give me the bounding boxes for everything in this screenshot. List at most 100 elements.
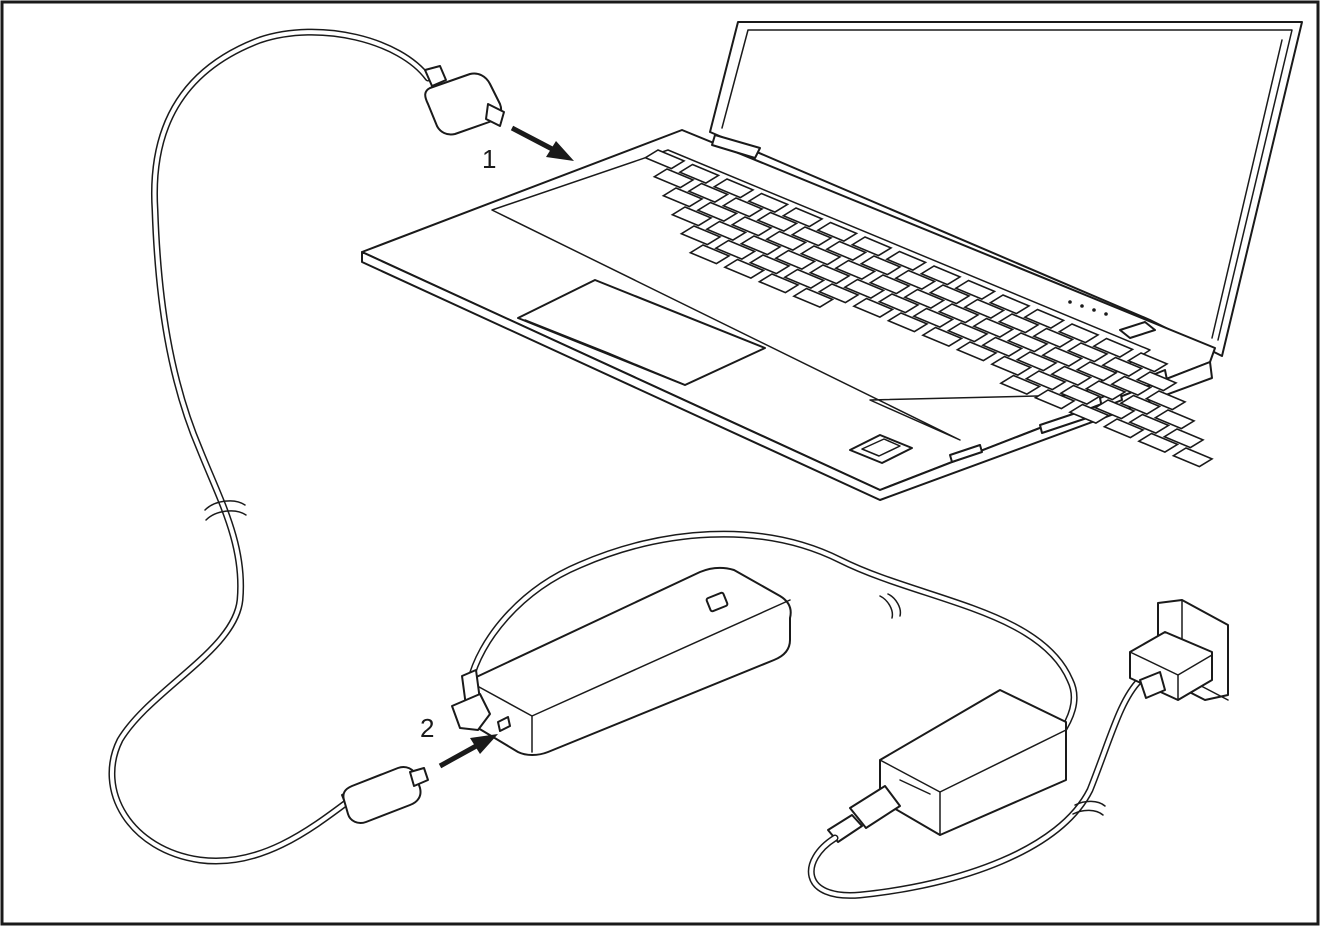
keyboard-key [670,206,713,227]
keyboard-key [792,287,835,309]
keyboard-key [817,283,860,304]
keyboard-key [921,326,964,348]
keyboard-key [850,236,893,257]
keyboard-key [988,294,1031,315]
keyboard-key [877,293,920,314]
fingerprint-reader [849,434,913,464]
keyboard-key [1092,337,1135,359]
keyboard-key [799,245,842,266]
keyboard-key [781,207,824,228]
keyboard-key [1050,365,1093,387]
keyboard-key [1162,428,1205,449]
keyboard-key [1032,327,1075,349]
keyboard-key [730,216,773,237]
keyboard-key [1101,356,1144,378]
step-2-arrow [438,734,498,769]
power-button [1119,321,1156,339]
keyboard-key [723,258,766,280]
keyboard-key [721,197,764,218]
keyboard-key [990,355,1033,377]
keyboard-key [1102,418,1145,439]
keyboard-key [885,250,928,272]
keyboard-key [1024,370,1067,391]
keyboard-key [652,168,695,189]
keyboard-key [808,264,851,285]
keyboard-key [894,269,937,291]
step-1-arrow [510,125,574,161]
keyboard-key [852,297,895,319]
keyboard-key [1119,394,1162,416]
keyboard-key [1068,403,1111,425]
keyboard-key [1153,409,1196,430]
keyboard-key [1033,389,1076,410]
keyboard-key [783,268,826,290]
cable-break-mark [204,500,246,511]
keyboard-key [1059,384,1102,406]
dock-status-light [705,591,729,613]
keyboard-key [748,254,791,275]
keyboard-key [712,178,755,199]
keyboard-key [999,374,1042,396]
keyboard-key [919,265,962,286]
keyboard-key [1128,413,1171,435]
keyboard-key [774,249,817,271]
keyboard-key [963,298,1006,320]
mains-cable [807,676,1144,899]
keyboard-key [816,221,859,243]
keyboard-key [843,278,886,300]
keyboard-key [1023,308,1066,330]
keyboard-key [688,244,731,265]
keyboard-key [1126,352,1169,373]
keyboard-key [997,313,1040,334]
keyboard-key [1066,342,1109,363]
keyboard-key [1006,332,1049,353]
laptop-lid [709,21,1303,357]
usb-c-cable [108,28,432,865]
keyboard-key [825,240,868,262]
keyboard-key [756,211,799,233]
keyboard-key [679,225,722,246]
keyboard-key [678,163,721,185]
keyboard-key [868,274,911,295]
keyboard-key [747,192,790,214]
keyboard-key [1057,323,1100,344]
laptop [361,21,1303,501]
keyboard-key [687,182,730,204]
keyboard-key [903,288,946,310]
keyboard-key [954,279,997,301]
keyboard-key [1144,390,1187,411]
keyboard-key [981,336,1024,358]
keyboard-key [955,341,998,362]
keyboard-key [1075,361,1118,382]
step-1-label: 1 [482,144,496,174]
keyboard-key [790,226,833,247]
keyboard-key [1041,346,1084,368]
keyboard-key [886,312,929,333]
usb-c-plug-top [424,65,505,136]
keyboard-key [661,187,704,208]
keyboard-key [1137,432,1180,454]
mains-plug [1129,631,1213,701]
dock-usb-c-port [497,716,511,732]
keyboard-key [1110,375,1153,397]
keyboard-key [834,259,877,281]
keyboard-key [1135,371,1178,392]
keyboard-key [928,284,971,305]
keyboard-key [757,273,800,294]
keyboard-key [1093,399,1136,420]
keyboard-key [1015,351,1058,372]
keyboard-key [705,220,748,242]
keyboard-key [1171,447,1214,468]
dock-to-adapter-cable [466,530,1078,739]
keyboard [643,149,1214,468]
port-replicator [463,566,792,756]
keyboard-key [946,322,989,343]
step-2-label: 2 [420,713,434,743]
keyboard-key [765,230,808,252]
keyboard-key [739,235,782,256]
keyboard-key [643,149,686,170]
keyboard-key [912,307,955,329]
